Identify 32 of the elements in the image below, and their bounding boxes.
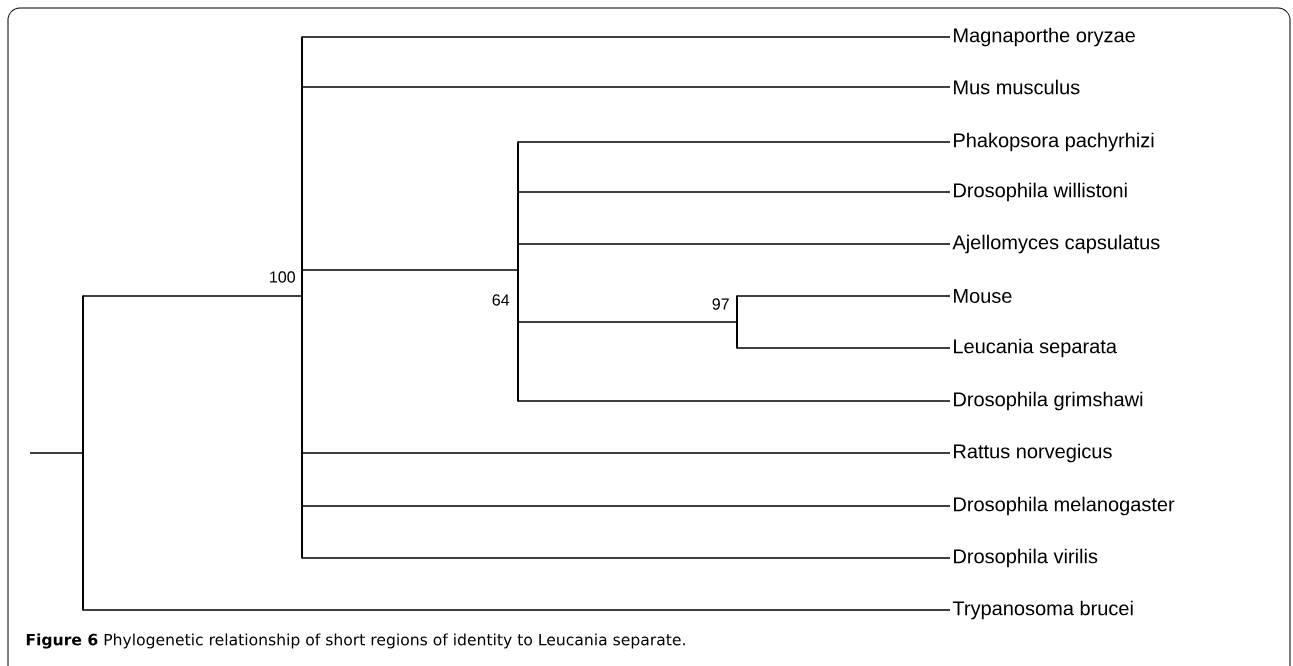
bootstrap-value: 100 bbox=[270, 271, 295, 283]
taxon-label: Ajellomyces capsulatus bbox=[952, 234, 1160, 254]
tree-branch bbox=[301, 36, 951, 38]
bootstrap-value: 97 bbox=[712, 298, 729, 310]
tree-branch bbox=[517, 321, 738, 323]
tree-branch bbox=[301, 452, 951, 454]
taxon-label: Drosophila melanogaster bbox=[954, 496, 1175, 516]
tree-branch bbox=[82, 609, 951, 611]
taxon-label: Magnaporthe oryzae bbox=[954, 27, 1135, 47]
tree-branch bbox=[29, 452, 84, 454]
tree-branch bbox=[517, 141, 951, 143]
taxon-label: Leucania separata bbox=[954, 338, 1117, 358]
tree-branch bbox=[517, 243, 951, 245]
taxon-label: Phakopsora pachyrhizi bbox=[954, 132, 1154, 152]
bootstrap-value: 64 bbox=[492, 294, 510, 306]
tree-branch bbox=[301, 269, 519, 271]
tree-branch bbox=[736, 295, 951, 297]
taxon-label: Mouse bbox=[954, 289, 1012, 303]
tree-branch bbox=[301, 505, 951, 507]
tree-branch bbox=[301, 86, 951, 88]
tree-branch bbox=[82, 295, 303, 297]
figure-caption: Figure 6 Phylogenetic relationship of short regions of identity to Leucania separate. bbox=[26, 633, 685, 649]
tree-branch bbox=[736, 347, 951, 349]
taxon-label: Trypanosoma brucei bbox=[952, 600, 1133, 620]
taxon-label: Mus musculus bbox=[954, 79, 1080, 95]
taxon-label: Drosophila grimshawi bbox=[954, 391, 1143, 411]
tree-branch bbox=[517, 400, 951, 402]
taxon-label: Rattus norvegicus bbox=[954, 443, 1112, 463]
tree-branch bbox=[517, 191, 951, 193]
taxon-label: Drosophila virilis bbox=[954, 548, 1098, 568]
tree-branch bbox=[301, 557, 951, 559]
taxon-label: Drosophila willistoni bbox=[954, 182, 1127, 202]
